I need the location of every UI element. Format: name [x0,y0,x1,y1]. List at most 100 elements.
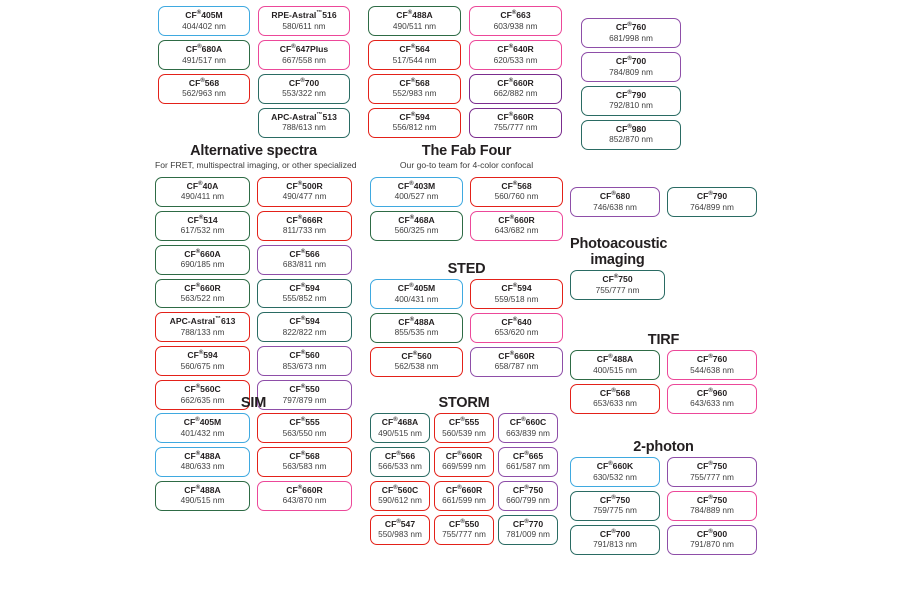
dye-name-base: CF [286,180,298,191]
dye-number: 760 [712,353,728,364]
ex-em-wavelengths: 603/938 nm [493,20,538,31]
trademark-symbol: ® [608,354,613,361]
dye-number: 468A [414,214,435,225]
ex-em-wavelengths: 566/533 nm [378,461,422,472]
ex-em-wavelengths: 643/682 nm [494,225,539,236]
dye-number: 550 [464,518,480,529]
dye-name: CF®660R [474,215,559,226]
dye-name: CF®560C [374,485,426,496]
dye-name: CF®660R [159,283,246,294]
dye-name: CF®750 [574,495,656,506]
dye-number: 680 [615,191,631,201]
trademark-symbol: ® [627,22,632,29]
dye-name-base: CF [186,180,199,191]
trademark-symbol: ® [508,44,514,51]
dye-number: 405M [201,10,223,20]
trademark-symbol: ® [198,350,204,357]
